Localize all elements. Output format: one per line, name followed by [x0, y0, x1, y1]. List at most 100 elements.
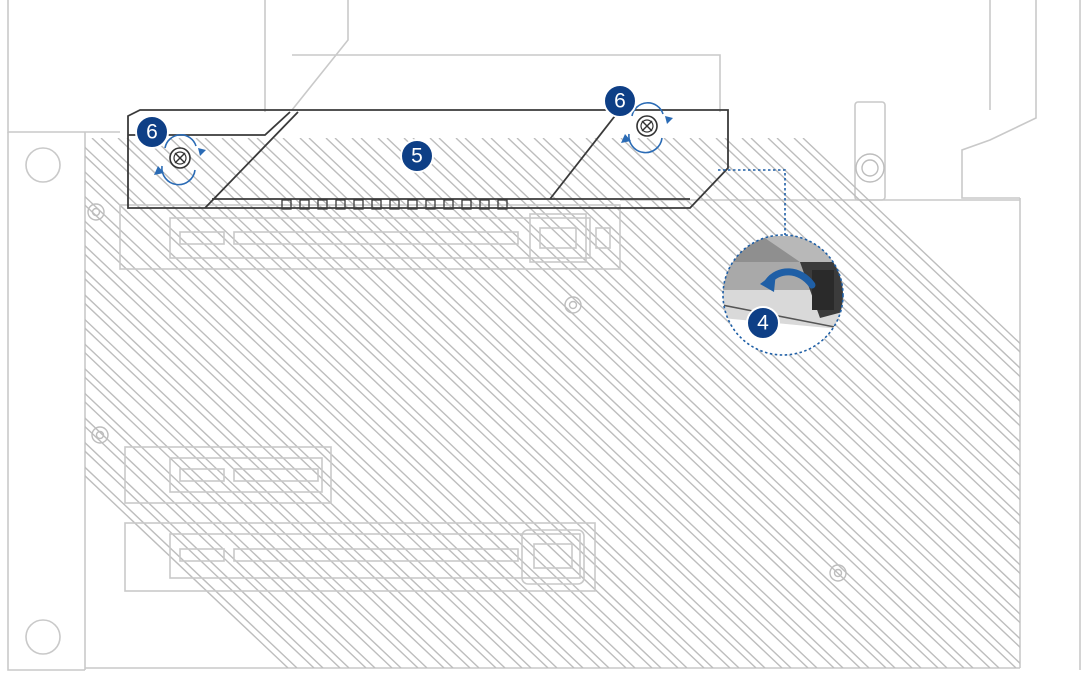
heatsink-tooth	[299, 199, 310, 210]
fin-line	[308, 138, 870, 668]
heatsink-tooth	[389, 199, 400, 210]
fin-line	[776, 138, 1020, 668]
fin-line	[85, 138, 315, 668]
fin-line	[490, 138, 1020, 668]
fin-line	[637, 138, 1020, 668]
fin-line	[464, 138, 1020, 668]
fin-line	[85, 138, 575, 668]
fin-line	[403, 138, 965, 668]
fin-line	[282, 138, 844, 668]
fin-line	[85, 138, 636, 668]
heatsink-tooth	[371, 199, 382, 210]
fin-line	[793, 138, 1020, 668]
fin-line	[750, 138, 1020, 668]
fin-line	[85, 138, 428, 668]
heatsink-tooth	[317, 199, 328, 210]
heatsink-screw-right[interactable]	[621, 102, 673, 154]
fin-line	[516, 138, 1020, 668]
fin-line	[386, 138, 948, 668]
fin-line	[85, 138, 350, 668]
fin-line	[299, 138, 861, 668]
fin-line	[689, 138, 1020, 668]
fin-line	[429, 138, 991, 668]
heatsink-tooth	[281, 199, 292, 210]
pcie-slot-top	[119, 204, 621, 270]
fin-line	[672, 138, 1020, 668]
fin-line	[117, 138, 679, 668]
callout-6-left: 6	[135, 115, 169, 149]
fin-line	[85, 138, 497, 668]
callout-leader	[718, 169, 786, 236]
fin-line	[351, 138, 913, 668]
heatsink-screw-left[interactable]	[154, 134, 206, 186]
fin-line	[152, 138, 714, 668]
fin-line	[85, 138, 376, 668]
mount-hole-bottom	[25, 619, 61, 655]
fin-line	[438, 138, 1000, 668]
fin-line	[377, 138, 939, 668]
m2-heatsink[interactable]	[127, 109, 729, 210]
callout-6-right-label: 6	[614, 90, 626, 113]
fin-line	[585, 138, 1020, 668]
fin-line	[230, 138, 792, 668]
mount-hole-top	[25, 147, 61, 183]
fin-line	[611, 138, 1020, 668]
fin-line	[542, 138, 1020, 668]
fin-line	[256, 138, 818, 668]
fin-line	[169, 138, 731, 668]
fin-line	[273, 138, 835, 668]
fin-line	[85, 138, 289, 668]
fin-line	[360, 138, 922, 668]
fin-line	[85, 138, 402, 668]
fin-line	[85, 138, 523, 668]
fin-line	[85, 138, 610, 668]
fin-line	[85, 138, 532, 668]
fin-line	[568, 138, 1020, 668]
fin-line	[481, 138, 1020, 668]
callout-4-label: 4	[757, 312, 769, 335]
fin-line	[325, 138, 887, 668]
fin-line	[85, 138, 445, 668]
fin-line	[620, 138, 1020, 668]
fin-line	[204, 138, 766, 668]
heatsink-tooth	[479, 199, 490, 210]
pcie-slot-bottom	[124, 522, 596, 592]
fin-line	[126, 138, 688, 668]
fin-line	[646, 138, 1020, 668]
callout-6-left-label: 6	[146, 121, 158, 144]
fin-line	[85, 138, 584, 668]
fin-line	[334, 138, 896, 668]
fin-line	[698, 138, 1020, 668]
fin-line	[741, 138, 1020, 668]
fin-line	[85, 138, 341, 668]
fin-line	[85, 138, 393, 668]
heatsink-tooth	[425, 199, 436, 210]
fin-line	[594, 138, 1020, 668]
fin-line	[85, 138, 601, 668]
fin-line	[143, 138, 705, 668]
fin-line	[91, 138, 653, 668]
board-screws	[87, 153, 885, 582]
fin-line	[85, 138, 298, 668]
fin-line	[802, 138, 1020, 668]
pcie-slot-middle	[124, 446, 332, 504]
fin-line	[724, 138, 1020, 668]
fin-line	[85, 138, 480, 668]
fin-line	[85, 138, 454, 668]
fin-line	[85, 138, 471, 668]
fin-line	[85, 138, 558, 668]
fin-line	[533, 138, 1020, 668]
fin-line	[100, 138, 662, 668]
callout-4: 4	[746, 306, 780, 340]
fin-line	[507, 138, 1020, 668]
fin-line	[85, 138, 324, 668]
fin-line	[455, 138, 1017, 668]
fin-line	[85, 138, 506, 668]
callout-5: 5	[400, 139, 434, 173]
heatsink-tooth	[497, 199, 508, 210]
fin-line	[85, 138, 367, 668]
callout-6-right: 6	[603, 84, 637, 118]
fin-line	[195, 138, 757, 668]
fin-line	[767, 138, 1020, 668]
